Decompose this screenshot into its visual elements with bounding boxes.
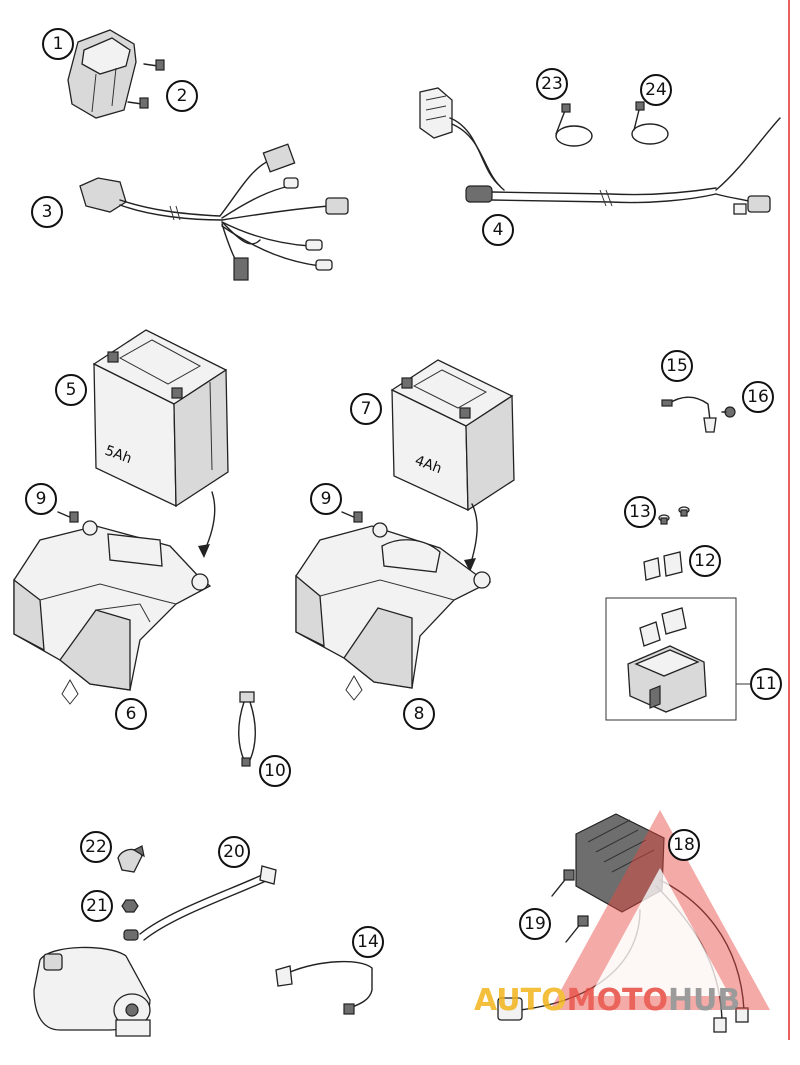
starter-motor <box>33 946 151 1037</box>
battery-holder-8 <box>295 522 492 701</box>
callout-20-label: 20 <box>223 842 245 862</box>
callout-9a-label: 9 <box>36 489 47 509</box>
screw-16 <box>721 406 736 418</box>
callout-15: 15 <box>661 350 693 382</box>
nut-21 <box>121 899 139 913</box>
callout-13: 13 <box>624 496 656 528</box>
callout-8-label: 8 <box>414 704 425 724</box>
callout-20: 20 <box>218 836 250 868</box>
install-arrow-left <box>203 491 216 553</box>
callout-5-label: 5 <box>66 380 77 400</box>
fuse-12 <box>643 551 683 581</box>
callout-6: 6 <box>115 698 147 730</box>
callout-24: 24 <box>640 74 672 106</box>
install-arrow-right <box>469 503 478 567</box>
watermark-text-auto: AUTO <box>474 983 567 1018</box>
screw-9a <box>57 511 79 523</box>
callout-11-label: 11 <box>755 674 777 694</box>
callout-16-label: 16 <box>747 387 769 407</box>
callout-21: 21 <box>81 890 113 922</box>
watermark-text-moto: MOTO <box>567 983 668 1018</box>
callout-9b-label: 9 <box>321 489 332 509</box>
install-arrow-left-head <box>198 544 210 558</box>
main-wiring-harness <box>79 143 349 281</box>
callout-1: 1 <box>42 28 74 60</box>
callout-4: 4 <box>482 214 514 246</box>
starter-cable-20 <box>123 865 277 941</box>
callout-16: 16 <box>742 381 774 413</box>
callout-12: 12 <box>689 545 721 577</box>
callout-11: 11 <box>750 668 782 700</box>
svg-text:AUTOMOTOHUB: AUTOMOTOHUB <box>474 983 740 1018</box>
cable-tie-23 <box>555 103 593 147</box>
voltage-regulator-18 <box>497 813 749 1033</box>
callout-2: 2 <box>166 80 198 112</box>
cable-tie-24 <box>631 101 669 145</box>
callout-3: 3 <box>31 196 63 228</box>
callout-22: 22 <box>80 831 112 863</box>
callout-10-label: 10 <box>264 761 286 781</box>
relay-unit <box>67 29 137 119</box>
callout-14-label: 14 <box>357 932 379 952</box>
callout-3-label: 3 <box>42 202 53 222</box>
watermark-triangle-inner <box>590 868 730 996</box>
cable-harness-4 <box>419 87 781 215</box>
battery-4ah: 4Ah <box>390 359 515 512</box>
callout-6-label: 6 <box>126 704 137 724</box>
callout-1-label: 1 <box>53 34 64 54</box>
callout-19-label: 19 <box>524 914 546 934</box>
callout-18-label: 18 <box>673 835 695 855</box>
fuse-holder-10 <box>238 691 256 767</box>
screw-2 <box>127 59 165 109</box>
callout-12-label: 12 <box>694 551 716 571</box>
callout-4-label: 4 <box>493 220 504 240</box>
callout-7: 7 <box>350 393 382 425</box>
callout-15-label: 15 <box>666 356 688 376</box>
callout-5: 5 <box>55 374 87 406</box>
screw-9b <box>341 511 363 523</box>
callout-9b: 9 <box>310 483 342 515</box>
cable-14 <box>275 960 373 1015</box>
install-arrow-right-head <box>464 558 476 572</box>
starter-relay-11 <box>605 597 750 721</box>
callout-23-label: 23 <box>541 74 563 94</box>
callout-13-label: 13 <box>629 502 651 522</box>
callout-7-label: 7 <box>361 399 372 419</box>
watermark-text-hub: HUB <box>668 983 740 1018</box>
callout-23: 23 <box>536 68 568 100</box>
callout-9a: 9 <box>25 483 57 515</box>
callout-24-label: 24 <box>645 80 667 100</box>
callout-10: 10 <box>259 755 291 787</box>
battery-holder-6 <box>13 520 212 705</box>
callout-21-label: 21 <box>86 896 108 916</box>
ground-cable-15 <box>661 396 717 433</box>
callout-2-label: 2 <box>177 86 188 106</box>
watermark-logo: AUTOMOTOHUB <box>474 810 770 1018</box>
callout-18: 18 <box>668 829 700 861</box>
callout-19: 19 <box>519 908 551 940</box>
screw-13 <box>658 506 690 525</box>
bolt-19 <box>551 869 589 943</box>
callout-8: 8 <box>403 698 435 730</box>
callout-22-label: 22 <box>85 837 107 857</box>
terminal-cap-22 <box>117 845 145 873</box>
callout-14: 14 <box>352 926 384 958</box>
battery-5ah: 5Ah <box>92 329 229 508</box>
